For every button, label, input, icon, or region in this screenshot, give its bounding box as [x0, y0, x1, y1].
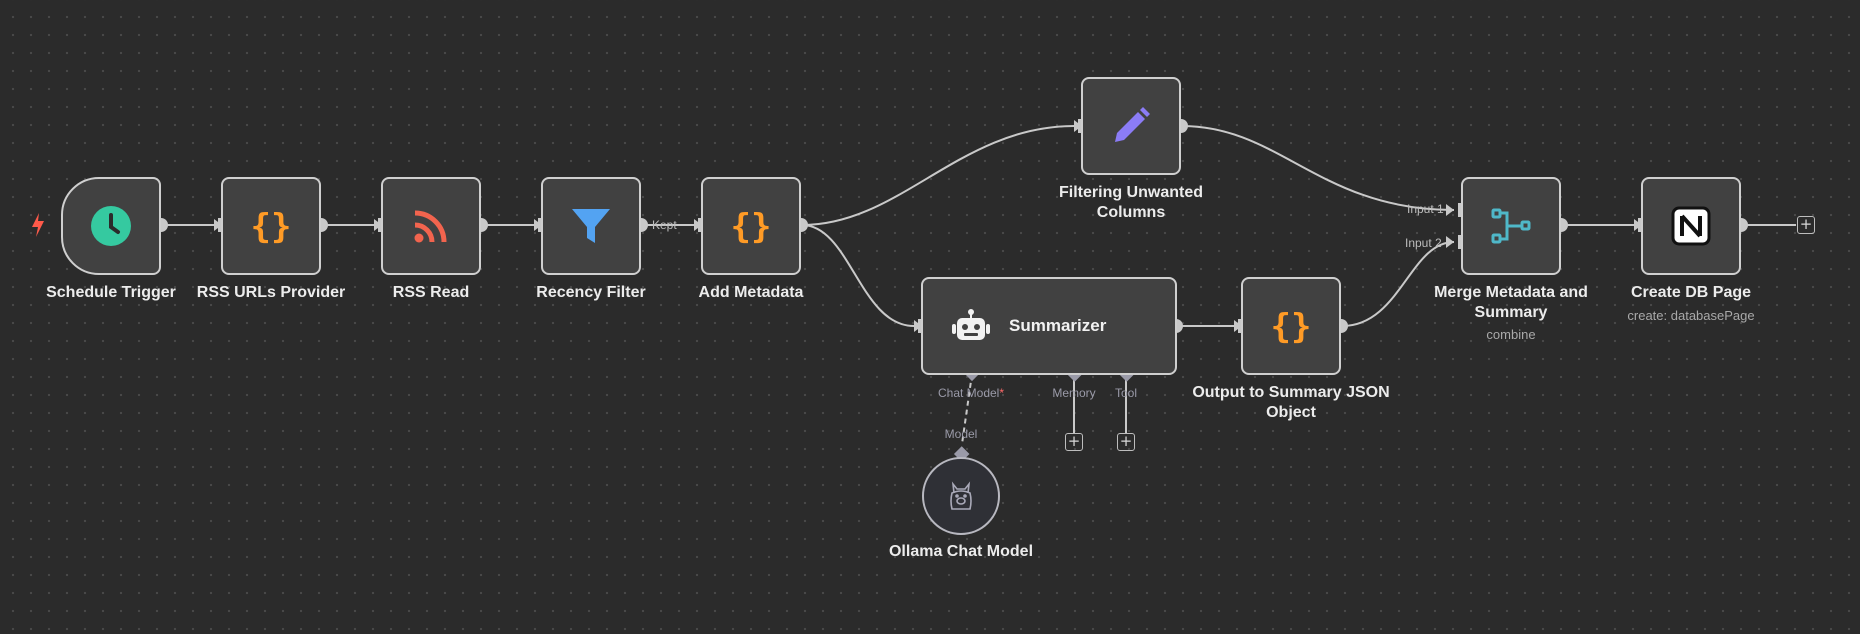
model-port-label: Model — [944, 427, 978, 441]
input-port[interactable] — [1638, 218, 1643, 232]
notion-icon — [1667, 202, 1715, 250]
input-port[interactable] — [698, 218, 703, 232]
pencil-icon — [1107, 102, 1155, 150]
input-1-label: Input 1 — [1407, 202, 1444, 216]
input-port[interactable] — [1458, 203, 1463, 217]
input-port[interactable] — [218, 218, 223, 232]
node-label: Merge Metadata and Summary — [1434, 284, 1588, 321]
chat-model-port-label: Chat Model* — [937, 386, 1005, 400]
node-label: Add Metadata — [698, 284, 804, 301]
output-label-kept: Kept — [652, 218, 677, 232]
merge-icon — [1487, 202, 1535, 250]
node-label: Recency Filter — [536, 284, 646, 301]
svg-text:{}: {} — [731, 207, 772, 247]
curly-braces-icon: {} — [247, 202, 295, 250]
svg-text:{}: {} — [1271, 307, 1312, 347]
input-2-label: Input 2 — [1405, 236, 1442, 250]
curly-braces-icon: {} — [727, 202, 775, 250]
filter-icon — [567, 202, 615, 250]
node-add-metadata[interactable]: {} — [701, 177, 801, 275]
node-label: Output to Summary JSON Object — [1192, 384, 1390, 421]
svg-text:{}: {} — [251, 207, 292, 247]
input-port[interactable] — [918, 319, 923, 333]
node-ollama-chat-model[interactable] — [922, 457, 1000, 535]
add-memory-button[interactable]: + — [1065, 433, 1083, 451]
node-label: Filtering Unwanted Columns — [1059, 184, 1203, 221]
clock-icon — [87, 202, 135, 250]
node-label: RSS URLs Provider — [196, 284, 346, 301]
input-port[interactable] — [1078, 119, 1083, 133]
input-port[interactable] — [538, 218, 543, 232]
node-label: Summarizer — [1009, 316, 1107, 335]
node-rss-urls-provider[interactable]: {} — [221, 177, 321, 275]
node-sublabel: create: databasePage — [1627, 308, 1755, 323]
node-create-db-page[interactable] — [1641, 177, 1741, 275]
node-label: Schedule Trigger — [46, 284, 176, 301]
node-label: Create DB Page — [1630, 284, 1752, 301]
memory-port-label: Memory — [1052, 386, 1096, 400]
input-port[interactable] — [1458, 235, 1463, 249]
node-sublabel: combine — [1486, 327, 1536, 342]
add-tool-button[interactable]: + — [1117, 433, 1135, 451]
curly-braces-icon: {} — [1267, 302, 1315, 350]
node-label: Ollama Chat Model — [888, 543, 1034, 560]
input-port[interactable] — [378, 218, 383, 232]
input-port[interactable] — [1238, 319, 1243, 333]
add-node-button[interactable]: + — [1797, 216, 1815, 234]
trigger-bolt-icon — [32, 213, 44, 237]
node-filtering-unwanted-columns[interactable] — [1081, 77, 1181, 175]
node-merge-metadata-summary[interactable] — [1461, 177, 1561, 275]
node-summarizer[interactable]: Summarizer — [921, 277, 1177, 375]
node-schedule-trigger[interactable] — [61, 177, 161, 275]
node-output-to-summary-json[interactable]: {} — [1241, 277, 1341, 375]
node-label: RSS Read — [392, 284, 470, 301]
tool-port-label: Tool — [1114, 386, 1138, 400]
llama-icon — [937, 472, 985, 520]
node-rss-read[interactable] — [381, 177, 481, 275]
node-recency-filter[interactable] — [541, 177, 641, 275]
rss-icon — [407, 202, 455, 250]
robot-icon — [951, 302, 991, 350]
